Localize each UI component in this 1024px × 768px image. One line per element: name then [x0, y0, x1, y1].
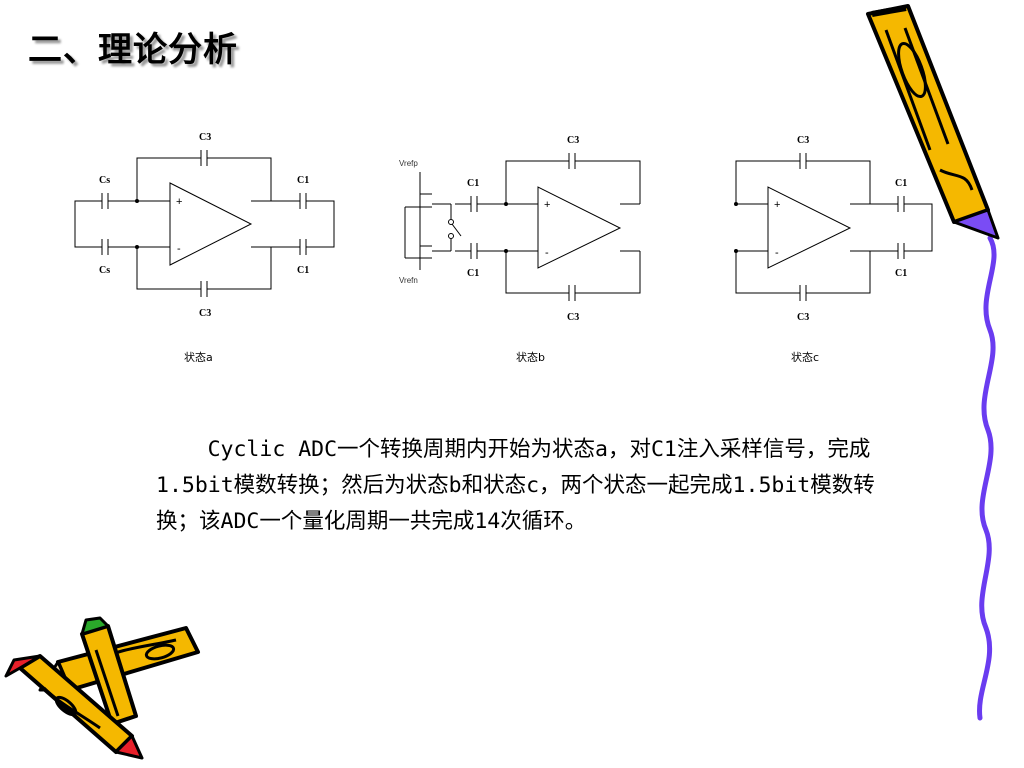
label-a-c3-bottom: C3 — [199, 308, 211, 319]
label-b-c1-bottom: C1 — [467, 268, 479, 279]
label-c-c3-bottom: C3 — [797, 312, 809, 323]
label-a-plus: + — [176, 196, 182, 208]
label-b-minus: - — [545, 247, 549, 259]
state-b-label: 状态b — [516, 350, 545, 364]
label-vrefp: Vrefp — [399, 159, 418, 168]
opamp-c — [767, 186, 852, 269]
label-c-plus: + — [774, 199, 780, 211]
label-a-c1-top: C1 — [297, 175, 309, 186]
pencil-icon-bottom-left — [4, 616, 200, 760]
purple-border-line — [977, 235, 997, 721]
label-a-cs-top: Cs — [99, 175, 110, 186]
label-b-c3-bottom: C3 — [567, 312, 579, 323]
label-a-cs-bottom: Cs — [99, 265, 110, 276]
label-vrefn: Vrefn — [399, 276, 418, 285]
circuit-state-c — [734, 153, 933, 301]
pencil-icon-top-right — [866, 4, 1000, 240]
state-c-label: 状态c — [791, 350, 819, 364]
label-c-c1-bottom: C1 — [895, 268, 907, 279]
circuit-state-b — [404, 153, 641, 301]
label-c-c3-top: C3 — [797, 135, 809, 146]
explanation-paragraph: Cyclic ADC一个转换周期内开始为状态a，对C1注入采样信号，完成1.5b… — [156, 437, 875, 534]
label-b-c3-top: C3 — [567, 135, 579, 146]
state-a-label: 状态a — [184, 350, 213, 364]
slide-title: 二、理论分析 — [28, 30, 238, 70]
circuit-state-a — [74, 150, 335, 297]
label-b-plus: + — [544, 199, 550, 211]
label-a-c3-top: C3 — [199, 132, 211, 143]
opamp-b — [537, 186, 622, 269]
opamp-a — [169, 182, 253, 266]
label-c-minus: - — [775, 247, 779, 259]
label-a-minus: - — [177, 243, 181, 255]
label-a-c1-bottom: C1 — [297, 265, 309, 276]
label-c-c1-top: C1 — [895, 178, 907, 189]
label-b-c1-top: C1 — [467, 178, 479, 189]
